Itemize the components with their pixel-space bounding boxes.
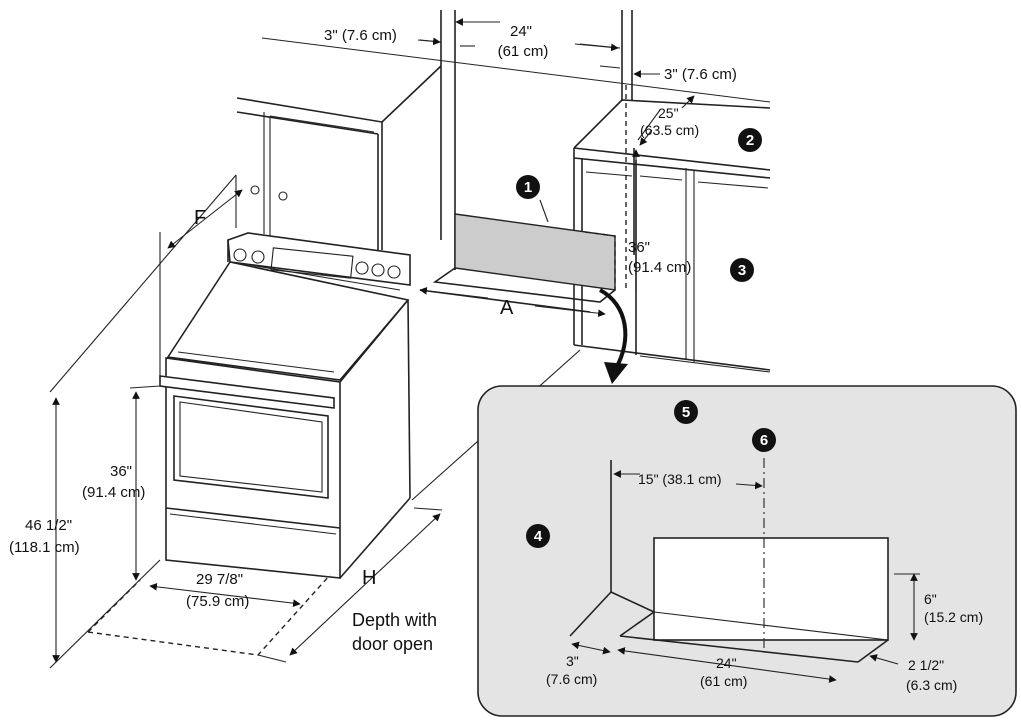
total-height-in: 46 1/2" [25,517,72,534]
range-height-in: 36" [110,463,132,480]
inset-detail [477,385,1017,717]
dimension-arrows [52,18,695,663]
range-knobs [233,248,401,279]
letter-a: A [500,297,514,319]
svg-text:1: 1 [524,179,532,196]
marker-6: 6 [752,428,776,452]
main-labels: 3" (7.6 cm) 24" (61 cm) 3" (7.6 cm) 25" … [9,23,737,654]
marker-1: 1 [516,175,540,199]
inset-backsplash-height-cm: (15.2 cm) [924,609,983,625]
depth-caption-line-1: Depth with [352,610,437,630]
callout-arrowhead [604,362,628,384]
upper-left-cabinet [236,10,456,270]
top-width-in: 24" [510,23,532,40]
marker-2: 2 [738,128,762,152]
right-cabinet [573,10,771,373]
cabinet-depth-in: 25" [658,105,679,121]
marker-5: 5 [674,400,698,424]
svg-text:6: 6 [760,432,768,449]
svg-text:5: 5 [682,404,690,421]
top-right-clearance: 3" (7.6 cm) [664,66,737,83]
svg-text:3: 3 [738,262,746,279]
inset-width-in: 24" [716,655,737,671]
range [159,232,411,579]
svg-text:4: 4 [534,528,543,545]
svg-text:2: 2 [746,132,754,149]
counter-height-in: 36" [628,239,650,256]
inset-depth-in: 2 1/2" [908,657,944,673]
inset-centerline-label: 15" (38.1 cm) [638,471,722,487]
marker-4: 4 [526,524,550,548]
range-height-cm: (91.4 cm) [82,484,145,501]
cabinet-depth-cm: (63.5 cm) [640,122,699,138]
marker-3: 3 [730,258,754,282]
inset-labels: 15" (38.1 cm) 6" (15.2 cm) 3" (7.6 cm) 2… [546,471,983,693]
inset-width-cm: (61 cm) [700,673,747,689]
depth-caption-line-2: door open [352,634,433,654]
top-width-cm: (61 cm) [498,43,549,60]
inset-backsplash-height-in: 6" [924,591,937,607]
letter-f: F [194,207,206,229]
callout-arrow [598,288,628,369]
total-height-cm: (118.1 cm) [9,539,80,556]
letter-h: H [362,567,376,589]
backsplash-area [419,85,635,313]
counter-height-cm: (91.4 cm) [628,259,691,276]
range-width-in: 29 7/8" [196,571,243,588]
top-left-clearance: 3" (7.6 cm) [324,27,397,44]
inset-left-clearance-in: 3" [566,653,579,669]
inset-depth-cm: (6.3 cm) [906,677,957,693]
inset-left-clearance-cm: (7.6 cm) [546,671,597,687]
range-width-cm: (75.9 cm) [186,593,249,610]
